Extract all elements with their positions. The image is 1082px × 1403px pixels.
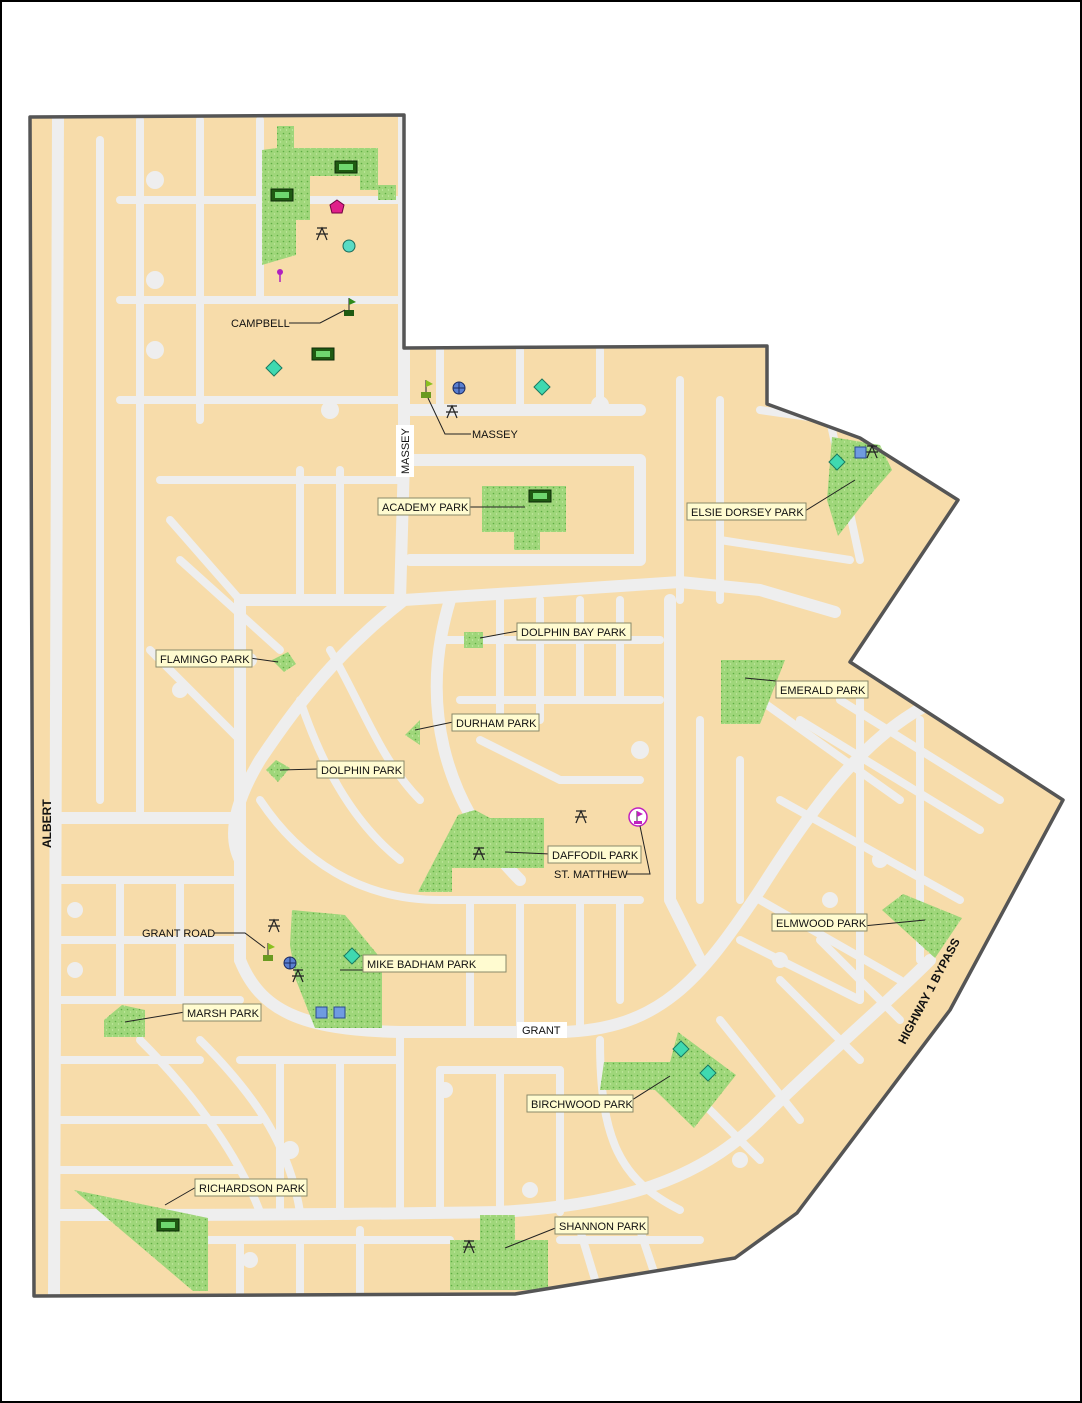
richardson-park-label: RICHARDSON PARK	[199, 1183, 306, 1195]
shannon-park-area	[450, 1215, 548, 1290]
water-play-icon	[699, 1064, 717, 1082]
campbell-label: CAMPBELL	[231, 318, 290, 330]
st-matthew-label: ST. MATTHEW	[554, 869, 628, 881]
emerald-park-area	[721, 660, 785, 724]
playground-icon	[473, 846, 485, 861]
richardson-park-area	[74, 1190, 208, 1291]
tennis-court-icon	[333, 1006, 346, 1019]
elsie-dorsey-park-label: ELSIE DORSEY PARK	[691, 507, 804, 519]
facility-circle-icon	[342, 239, 356, 253]
neighbourhood-boundary	[28, 113, 1065, 1298]
academy-park-label: ACADEMY PARK	[382, 502, 469, 514]
campbell-park-area	[262, 126, 396, 265]
water-play-icon	[265, 359, 283, 377]
tennis-court-icon	[854, 446, 867, 459]
water-play-icon	[533, 378, 551, 396]
water-play-icon	[672, 1040, 690, 1058]
daffodil-park-area	[418, 810, 544, 892]
birchwood-park-area	[600, 1032, 736, 1128]
playground-icon	[292, 968, 304, 983]
playground-icon	[268, 918, 280, 933]
playground-icon	[446, 404, 458, 419]
mike-badham-park-label: MIKE BADHAM PARK	[367, 959, 477, 971]
grant-road-label: GRANT ROAD	[142, 928, 215, 940]
dolphin-park-area	[266, 760, 290, 782]
elmwood-park-area	[882, 894, 962, 958]
map-labels: CAMPBELL MASSEY ACADEMY PARK ELSIE DORSE…	[142, 318, 869, 1235]
albert-road-label: ALBERT	[40, 799, 54, 848]
grant-road-name-label: GRANT	[522, 1025, 561, 1037]
playground-icon	[866, 444, 878, 459]
playground-icon	[463, 1239, 475, 1254]
dolphin-bay-park-label: DOLPHIN BAY PARK	[521, 627, 627, 639]
durham-park-area	[405, 720, 420, 745]
playground-icon	[575, 809, 587, 824]
elmwood-park-label: ELMWOOD PARK	[776, 918, 867, 930]
map-icons	[156, 160, 878, 1254]
facility-pentagon-icon	[329, 199, 345, 214]
mike-badham-park-area	[290, 910, 382, 1028]
daffodil-park-label: DAFFODIL PARK	[552, 850, 639, 862]
marsh-park-label: MARSH PARK	[187, 1008, 260, 1020]
playground-icon	[316, 226, 328, 241]
shannon-park-label: SHANNON PARK	[559, 1221, 647, 1233]
tennis-court-icon	[315, 1006, 328, 1019]
massey-school-label: MASSEY	[472, 429, 519, 441]
emerald-park-label: EMERALD PARK	[780, 685, 866, 697]
school-flag-icon	[263, 943, 275, 961]
marsh-park-area	[104, 1005, 145, 1037]
sports-field-icon	[283, 956, 297, 970]
point-marker-icon	[277, 269, 283, 282]
dolphin-bay-park-area	[464, 632, 483, 648]
water-play-icon	[828, 453, 846, 471]
school-flag-icon	[421, 380, 433, 398]
massey-road-label: MASSEY	[400, 427, 412, 474]
school-flag-icon	[344, 298, 356, 316]
dolphin-park-label: DOLPHIN PARK	[321, 765, 403, 777]
durham-park-label: DURHAM PARK	[456, 718, 537, 730]
church-icon	[628, 807, 648, 827]
flamingo-park-label: FLAMINGO PARK	[160, 654, 250, 666]
birchwood-park-label: BIRCHWOOD PARK	[531, 1099, 634, 1111]
sports-field-icon	[452, 381, 466, 395]
flamingo-park-area	[272, 652, 296, 672]
water-play-icon	[343, 947, 361, 965]
